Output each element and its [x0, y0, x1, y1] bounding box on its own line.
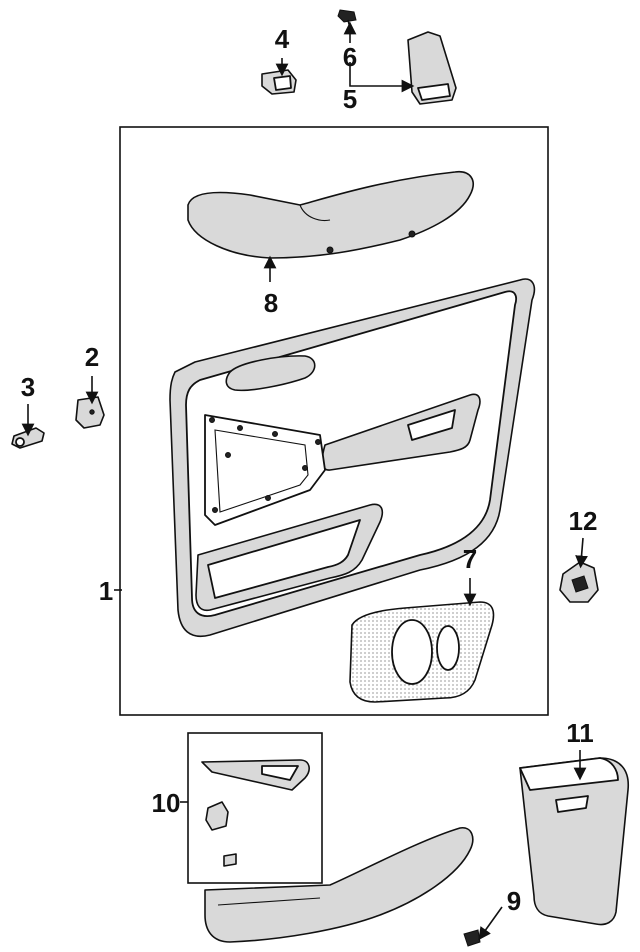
callout-5: 5	[343, 84, 357, 114]
callout-10: 10	[152, 788, 181, 818]
part-12-switch[interactable]	[559, 561, 599, 603]
part-4-clip[interactable]	[261, 69, 297, 95]
part-7-speaker-grille[interactable]	[349, 601, 495, 703]
part-9-armrest[interactable]	[204, 827, 481, 947]
callout-1: 1	[99, 576, 113, 606]
callout-7: 7	[463, 544, 477, 574]
callout-8: 8	[264, 288, 278, 318]
callout-3: 3	[21, 372, 35, 402]
leader-lines	[21, 21, 588, 941]
callout-9: 9	[507, 886, 521, 916]
part-10-bezel-kit[interactable]	[187, 732, 323, 884]
callout-2: 2	[85, 342, 99, 372]
callout-4: 4	[275, 24, 290, 54]
callout-11: 11	[566, 718, 594, 748]
leader-12	[575, 537, 588, 569]
assembly-frame	[119, 126, 549, 716]
callout-6: 6	[343, 42, 357, 72]
part-1-door-trim-panel[interactable]	[169, 278, 536, 637]
leader-5	[349, 62, 415, 93]
leader-9	[478, 906, 503, 941]
callout-12: 12	[569, 506, 598, 536]
part-6-screw[interactable]	[337, 9, 357, 29]
part-5-cover[interactable]	[407, 31, 457, 105]
part-11-pocket[interactable]	[519, 757, 629, 926]
part-8-upper-trim[interactable]	[187, 170, 474, 259]
part-2-clip[interactable]	[75, 396, 105, 429]
part-3-fastener[interactable]	[11, 427, 45, 449]
